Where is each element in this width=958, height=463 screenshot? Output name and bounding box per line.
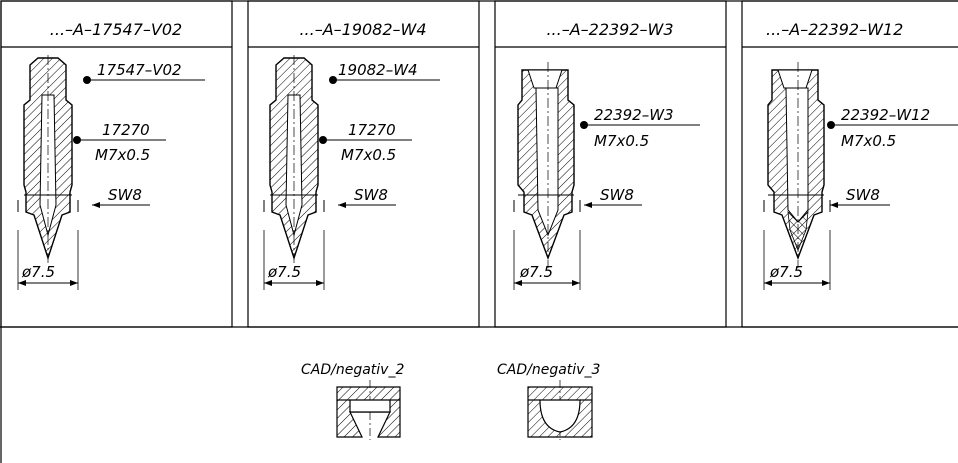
thread-label: M7x0.5 (594, 132, 649, 150)
diameter-label: ø7.5 (267, 263, 301, 281)
panel-frame (741, 0, 958, 328)
diameter-label: ø7.5 (21, 263, 55, 281)
wrench-label: SW8 (600, 186, 634, 204)
nozzle-panel-3: ...–A–22392–W3 22392–W3 M7x0.5 SW8 ø7.5 (494, 0, 727, 328)
negative-section-2: CAD/negativ_2 (301, 362, 404, 440)
wrench-label: SW8 (354, 186, 388, 204)
wrench-label: SW8 (108, 186, 142, 204)
seat-label: 17270 (348, 121, 396, 139)
negative-section-3: CAD/negativ_3 (497, 362, 600, 440)
negative-label: CAD/negativ_3 (497, 362, 600, 378)
panel-title: ...–A–19082–W4 (299, 20, 426, 39)
panel-frame (0, 0, 233, 328)
nozzle-panel-2: ...–A–19082–W4 19082–W4 17270 M7x0.5 SW8… (247, 0, 480, 328)
nozzle-panel-1: ...–A–17547–V02 17547–V02 17270 M7x0.5 S… (0, 0, 233, 328)
panel-frame (247, 0, 480, 328)
thread-label: M7x0.5 (341, 146, 396, 164)
thread-label: M7x0.5 (841, 132, 896, 150)
thread-label: M7x0.5 (95, 146, 150, 164)
nozzle-section (763, 62, 831, 268)
panel-title: ...–A–22392–W3 (546, 20, 673, 39)
nozzle-section (513, 62, 581, 268)
negative-label: CAD/negativ_2 (301, 362, 404, 378)
nozzle-section (17, 55, 79, 265)
panel-title: ...–A–17547–V02 (50, 20, 182, 39)
nozzle-section (263, 55, 325, 265)
panel-title: ...–A–22392–W12 (766, 20, 903, 39)
part-label: 17547–V02 (97, 61, 182, 79)
part-label: 22392–W3 (594, 106, 674, 124)
part-label: 19082–W4 (338, 61, 418, 79)
diameter-label: ø7.5 (769, 263, 803, 281)
panel-frame (494, 0, 727, 328)
wrench-label: SW8 (846, 186, 880, 204)
nozzle-panel-4: ...–A–22392–W12 22392–W12 M7x0.5 SW8 ø7.… (741, 0, 958, 328)
seat-label: 17270 (102, 121, 150, 139)
diameter-label: ø7.5 (519, 263, 553, 281)
part-label: 22392–W12 (841, 106, 930, 124)
